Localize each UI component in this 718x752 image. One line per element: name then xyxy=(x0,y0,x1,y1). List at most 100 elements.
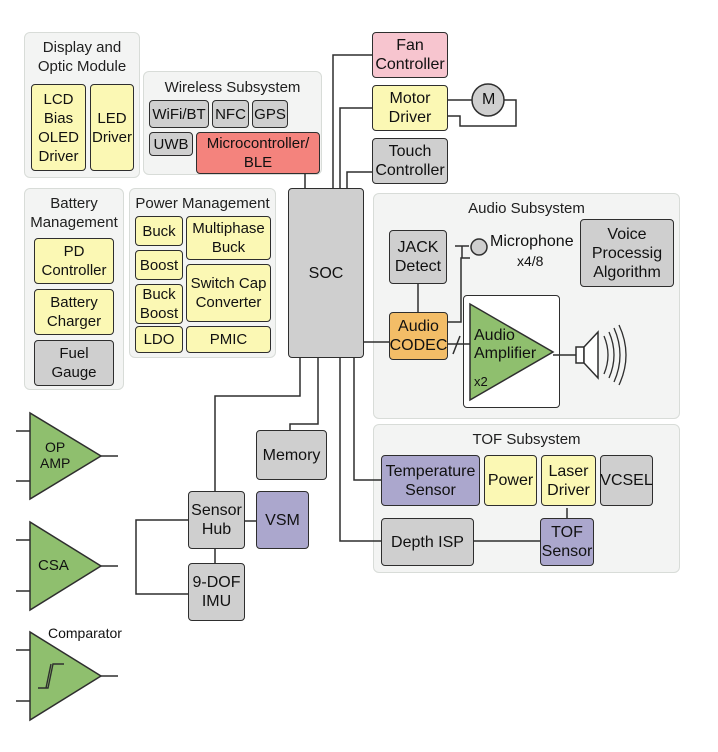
audio-codec-block[interactable]: Audio CODEC xyxy=(389,312,448,360)
vsm-block[interactable]: VSM xyxy=(256,491,309,549)
jack-detect-block[interactable]: JACK Detect xyxy=(389,230,447,284)
sensor-hub-block[interactable]: Sensor Hub xyxy=(188,491,245,549)
gps-block[interactable]: GPS xyxy=(252,100,288,128)
power-group-title: Power Management xyxy=(135,195,270,212)
microcontroller-ble-block[interactable]: Microcontroller/ BLE xyxy=(196,132,320,174)
driver-label: Driver xyxy=(38,147,79,165)
vcsel-block[interactable]: VCSEL xyxy=(600,455,653,506)
algorithm-label: Algorithm xyxy=(593,263,661,281)
temp-sensor-label: Sensor xyxy=(405,481,456,499)
comparator-triangle xyxy=(29,630,103,722)
wifi-bt-block[interactable]: WiFi/BT xyxy=(149,100,209,128)
audio-amplifier-count: x2 xyxy=(474,374,488,389)
tof-sensor-label: Sensor xyxy=(541,543,593,560)
comparator-label: Comparator xyxy=(48,625,122,641)
battery-group-title: Battery Management xyxy=(25,194,123,232)
memory-block[interactable]: Memory xyxy=(256,430,327,480)
speaker-icon xyxy=(575,330,599,380)
lcd-bias-oled-driver-block[interactable]: LCD Bias OLED Driver xyxy=(31,84,86,171)
audio-amplifier-triangle xyxy=(469,302,555,402)
gauge-label: Gauge xyxy=(51,364,97,381)
tof-sensor-block[interactable]: TOF Sensor xyxy=(540,518,594,566)
touch-controller-block[interactable]: Touch Controller xyxy=(372,138,448,184)
processig-label: Processig xyxy=(591,244,663,262)
codec-label: CODEC xyxy=(389,337,448,354)
wireless-group-title: Wireless Subsystem xyxy=(164,79,301,96)
temperature-sensor-block[interactable]: Temperature Sensor xyxy=(381,455,480,506)
multiphase-buck-label: Buck xyxy=(211,239,246,256)
fan-label: Fan xyxy=(396,37,424,54)
speaker-sound-waves xyxy=(603,324,627,386)
depth-isp-block[interactable]: Depth ISP xyxy=(381,518,474,566)
buck-block[interactable]: Buck xyxy=(135,216,183,246)
wire-soc-depth xyxy=(339,358,381,542)
pd-controller-block[interactable]: PD Controller xyxy=(34,238,114,284)
display-title-line2: Optic Module xyxy=(37,58,127,75)
amplifier-label: Amplifier xyxy=(474,345,537,362)
battery-label: Battery xyxy=(50,294,98,311)
fuel-label: Fuel xyxy=(59,345,89,362)
wire-codec-mic xyxy=(448,257,470,323)
wire-soc-fan xyxy=(332,54,372,188)
jack-label: JACK xyxy=(397,239,439,256)
motor-label: Motor xyxy=(389,90,431,107)
touch-label: Touch xyxy=(388,143,432,160)
battery-title-line2: Management xyxy=(30,214,118,231)
microphone-label: Microphone xyxy=(490,233,574,250)
motor-driver-block[interactable]: Motor Driver xyxy=(372,85,448,131)
bias-label: Bias xyxy=(43,109,74,127)
codec-audio-label: Audio xyxy=(398,318,439,335)
led-driver-label: Driver xyxy=(92,128,132,146)
amp-label: AMP xyxy=(40,455,71,471)
imu-label: IMU xyxy=(201,593,232,610)
converter-label: Converter xyxy=(195,294,262,311)
battery-title-line1: Battery xyxy=(50,195,98,212)
wire-motor-driver-motor-b xyxy=(448,99,517,127)
multiphase-label: Multiphase xyxy=(192,220,265,237)
tof-label: TOF xyxy=(551,524,583,541)
nfc-block[interactable]: NFC xyxy=(212,100,249,128)
battery-charger-block[interactable]: Battery Charger xyxy=(34,289,114,335)
pmic-block[interactable]: PMIC xyxy=(186,326,271,353)
switch-cap-converter-block[interactable]: Switch Cap Converter xyxy=(186,264,271,322)
wire-soc-memory xyxy=(289,358,319,430)
uwb-block[interactable]: UWB xyxy=(149,132,193,156)
led-driver-block[interactable]: LED Driver xyxy=(90,84,134,171)
soc-block[interactable]: SOC xyxy=(288,188,364,358)
fuel-gauge-block[interactable]: Fuel Gauge xyxy=(34,340,114,386)
laser-driver-label: Driver xyxy=(547,481,590,499)
imu-block[interactable]: 9-DOF IMU xyxy=(188,563,245,621)
laser-driver-block[interactable]: Laser Driver xyxy=(541,455,596,506)
wire-codec-amp-slash xyxy=(452,335,461,355)
motor-symbol xyxy=(471,83,505,117)
power-block[interactable]: Power xyxy=(484,455,537,506)
csa-label: CSA xyxy=(38,557,69,574)
display-title-line1: Display and xyxy=(42,39,122,56)
ldo-block[interactable]: LDO xyxy=(135,326,183,353)
fan-controller-label: Controller xyxy=(375,56,445,73)
multiphase-buck-block[interactable]: Multiphase Buck xyxy=(186,216,271,260)
buck-boost-line1: Buck xyxy=(142,286,176,303)
voice-processing-algorithm-block[interactable]: Voice Processig Algorithm xyxy=(580,219,674,287)
fan-controller-block[interactable]: Fan Controller xyxy=(372,32,448,78)
wire-hub-afe xyxy=(135,519,188,595)
touch-controller-label: Controller xyxy=(375,162,445,179)
charger-label: Charger xyxy=(46,313,102,330)
audio-amplifier-label: Audio Amplifier xyxy=(474,327,536,363)
wire-soc-sensorhub xyxy=(214,358,301,491)
laser-label: Laser xyxy=(548,462,589,480)
voice-label: Voice xyxy=(607,225,647,243)
pd-label: PD xyxy=(63,243,85,260)
hub-label: Hub xyxy=(201,521,232,538)
switch-cap-label: Switch Cap xyxy=(190,275,267,292)
op-amp-label: OP AMP xyxy=(40,439,70,471)
boost-block[interactable]: Boost xyxy=(135,250,183,280)
detect-label: Detect xyxy=(394,258,442,275)
buck-boost-block[interactable]: Buck Boost xyxy=(135,284,183,324)
hysteresis-icon xyxy=(38,663,64,689)
pd-controller-label: Controller xyxy=(41,262,107,279)
ble-label: BLE xyxy=(243,154,273,171)
motor-m-label: M xyxy=(482,91,496,108)
lcd-label: LCD xyxy=(43,90,74,108)
